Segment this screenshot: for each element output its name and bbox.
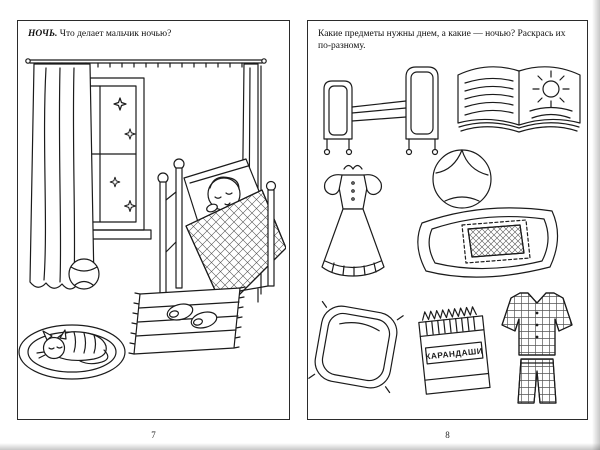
ball-illustration [432,149,492,209]
blanket-illustration [417,206,559,278]
slipper-rug [128,286,246,355]
scan-edge-bottom [0,443,600,450]
scan-edge-right [592,0,600,450]
open-book-illustration [457,65,581,133]
footboard-post [265,181,277,287]
right-page-heading: Какие предметы нужны днем, а какие — ноч… [318,29,566,52]
left-page-heading: НОЧЬ. Что делает мальчик ночью? [18,21,289,42]
sleeping-cat [36,329,109,365]
ball-illustration [68,258,100,290]
pajamas-illustration [501,292,573,404]
left-page-number: 7 [151,430,156,440]
pillow-illustration [308,300,404,393]
slippers [166,303,218,329]
cat-tail [79,349,109,365]
right-page: Какие предметы нужны днем, а какие — ноч… [307,20,588,420]
left-heading-word: НОЧЬ. [28,29,58,39]
pencil-box-illustration: КАРАНДАШИ [418,305,491,395]
right-page-number: 8 [445,430,450,440]
headboard-posts [157,158,185,305]
left-curtain [29,63,95,290]
sun-icon [532,70,570,108]
left-page: НОЧЬ. Что делает мальчик ночью? [17,20,290,420]
hair [209,176,240,190]
night-scene-illustration [18,58,286,380]
objects-illustration: КАРАНДАШИ [308,65,581,404]
left-heading-question: Что делает мальчик ночью? [59,29,172,39]
dress-illustration [321,164,385,277]
bed-illustration [323,66,439,155]
bed-with-sleeping-boy [157,158,286,319]
blanket [185,189,286,311]
